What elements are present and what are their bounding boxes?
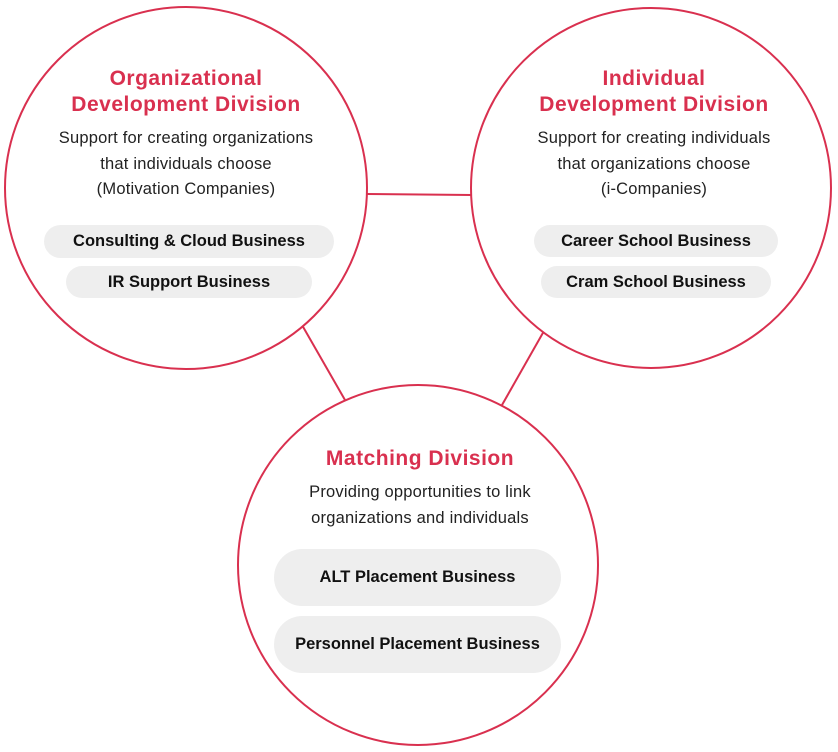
business-pill: Consulting & Cloud Business — [44, 225, 334, 258]
division-title: Individual Development Division — [538, 66, 771, 118]
connector-ind-match — [501, 330, 545, 406]
desc-line: Support for creating individuals — [537, 129, 771, 147]
division-description: Providing opportunities to link organiza… — [309, 480, 531, 531]
division-description: Support for creating individuals that or… — [538, 126, 771, 203]
title-line: Individual — [602, 67, 706, 90]
title-line: Matching Division — [325, 447, 515, 470]
title-line: Development Division — [71, 93, 301, 116]
desc-line: organizations and individuals — [311, 508, 529, 527]
desc-line: Support for creating organizations — [58, 129, 314, 147]
business-pill: Career School Business — [534, 225, 778, 257]
desc-line: that individuals choose — [100, 154, 272, 173]
desc-line: (i-Companies) — [600, 180, 708, 198]
title-line: Organizational — [109, 67, 263, 90]
desc-line: that organizations choose — [557, 154, 751, 173]
division-title: Matching Division — [309, 446, 531, 472]
organizational-division: Organizational Development Division Supp… — [59, 66, 313, 203]
desc-line: Providing opportunities to link — [309, 483, 531, 501]
business-pill: IR Support Business — [66, 266, 312, 298]
desc-line: (Motivation Companies) — [96, 180, 276, 198]
title-line: Development Division — [539, 93, 769, 116]
business-pill: Cram School Business — [541, 266, 771, 298]
matching-division: Matching Division Providing opportunitie… — [309, 446, 531, 531]
connector-org-match — [301, 324, 346, 401]
individual-division: Individual Development Division Support … — [538, 66, 771, 203]
division-description: Support for creating organizations that … — [59, 126, 313, 203]
business-pill: Personnel Placement Business — [274, 616, 561, 673]
division-title: Organizational Development Division — [59, 66, 313, 118]
connector-org-ind — [366, 193, 473, 196]
business-pill: ALT Placement Business — [274, 549, 561, 606]
